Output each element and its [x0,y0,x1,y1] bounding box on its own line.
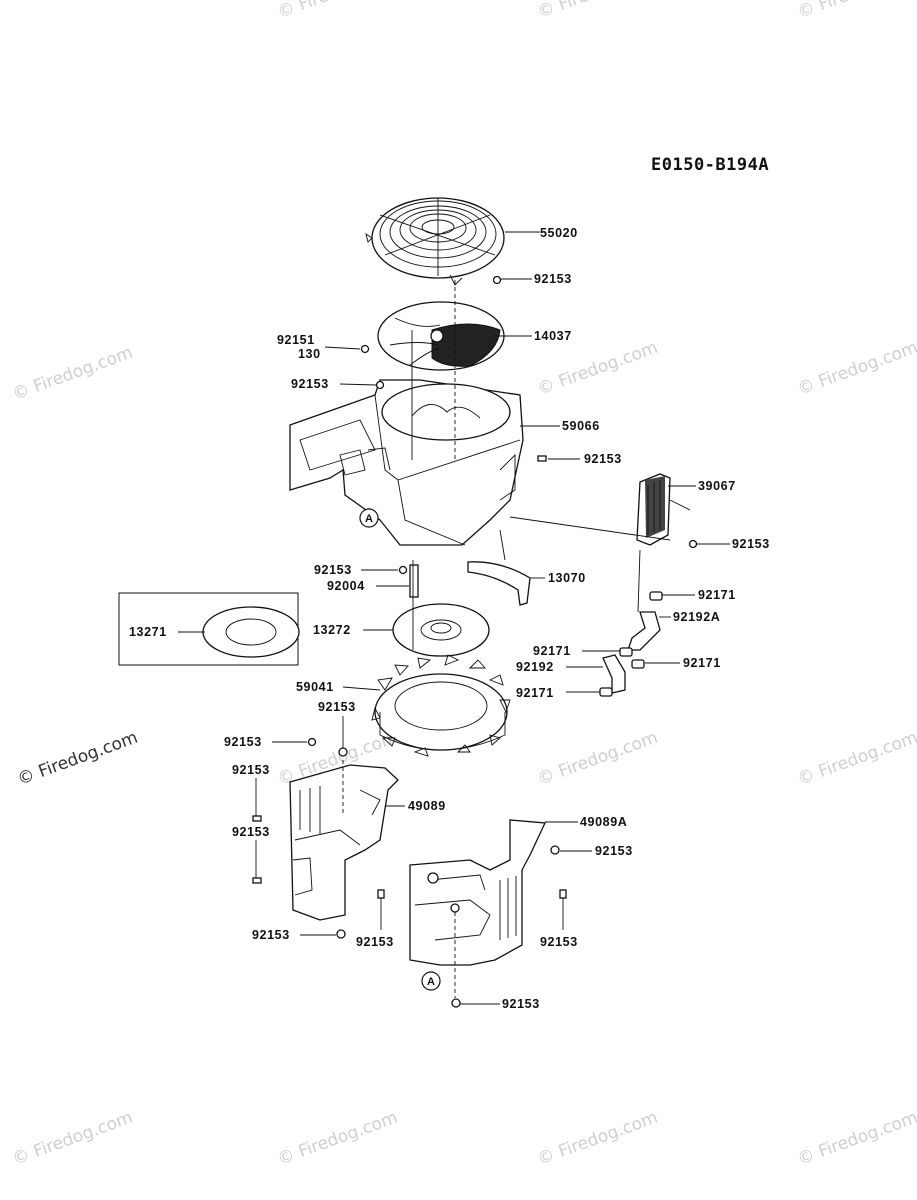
label-92153: 92153 [502,997,540,1011]
oil-cooler-part [636,473,671,546]
watermark: © Firedog.com [275,1108,401,1170]
label-59066: 59066 [562,419,600,433]
stud-part [409,564,419,598]
watermark-main: © Firedog.com [15,728,141,790]
label-13272: 13272 [313,623,351,637]
label-92153: 92153 [540,935,578,949]
reference-marker-a-bottom: A [421,971,441,991]
label-92153: 92153 [232,825,270,839]
cooling-fan-part [371,654,511,757]
label-13070: 13070 [548,571,586,585]
label-92153: 92153 [291,377,329,391]
label-92153: 92153 [595,844,633,858]
part-labels: 55020 92153 92151 130 14037 92153 59066 … [129,226,770,1011]
baffle-strip-part [467,561,531,606]
watermark: © Firedog.com [795,338,917,400]
fan-screen-part [365,197,505,286]
label-92171: 92171 [516,686,554,700]
watermark: © Firedog.com [535,728,661,790]
label-39067: 39067 [698,479,736,493]
watermark: © Firedog.com [10,1108,136,1170]
label-92192: 92192 [516,660,554,674]
label-92171: 92171 [698,588,736,602]
label-92153: 92153 [224,735,262,749]
watermark: © Firedog.com [795,1108,917,1170]
label-49089A: 49089A [580,815,627,829]
svg-text:A: A [427,976,435,988]
label-49089: 49089 [408,799,446,813]
label-14037: 14037 [534,329,572,343]
watermark: © Firedog.com [535,0,661,23]
label-92153: 92153 [584,452,622,466]
label-92153: 92153 [732,537,770,551]
label-59041: 59041 [296,680,334,694]
screen-plate-part [377,301,505,371]
blower-housing-part [289,379,524,546]
left-shroud-part [289,764,399,921]
watermark: © Firedog.com [275,0,401,23]
label-92171: 92171 [533,644,571,658]
label-92153: 92153 [252,928,290,942]
plate-gasket-part [392,603,490,657]
hardware-set [252,275,698,1008]
label-92004: 92004 [327,579,365,593]
watermark: © Firedog.com [795,728,917,790]
watermark: © Firedog.com [535,338,661,400]
label-92192A: 92192A [673,610,720,624]
label-92153: 92153 [534,272,572,286]
label-55020: 55020 [540,226,578,240]
label-130: 130 [298,347,321,361]
gasket-box [118,592,300,666]
reference-marker-a-top: A [359,508,379,528]
watermark: © Firedog.com [10,343,136,405]
watermark: © Firedog.com [535,1108,661,1170]
watermark: © Firedog.com [795,0,917,23]
label-92151: 92151 [277,333,315,347]
label-13271: 13271 [129,625,167,639]
label-92153: 92153 [232,763,270,777]
diagram-code: E0150-B194A [651,155,769,175]
svg-text:A: A [365,513,373,525]
right-shroud-part [409,819,546,966]
label-92153: 92153 [356,935,394,949]
hose-set [599,591,663,697]
leader-lines [178,231,730,1005]
label-92153: 92153 [314,563,352,577]
watermark-layer: © Firedog.com © Firedog.com © Firedog.co… [10,0,917,1170]
label-92171: 92171 [683,656,721,670]
label-92153: 92153 [318,700,356,714]
